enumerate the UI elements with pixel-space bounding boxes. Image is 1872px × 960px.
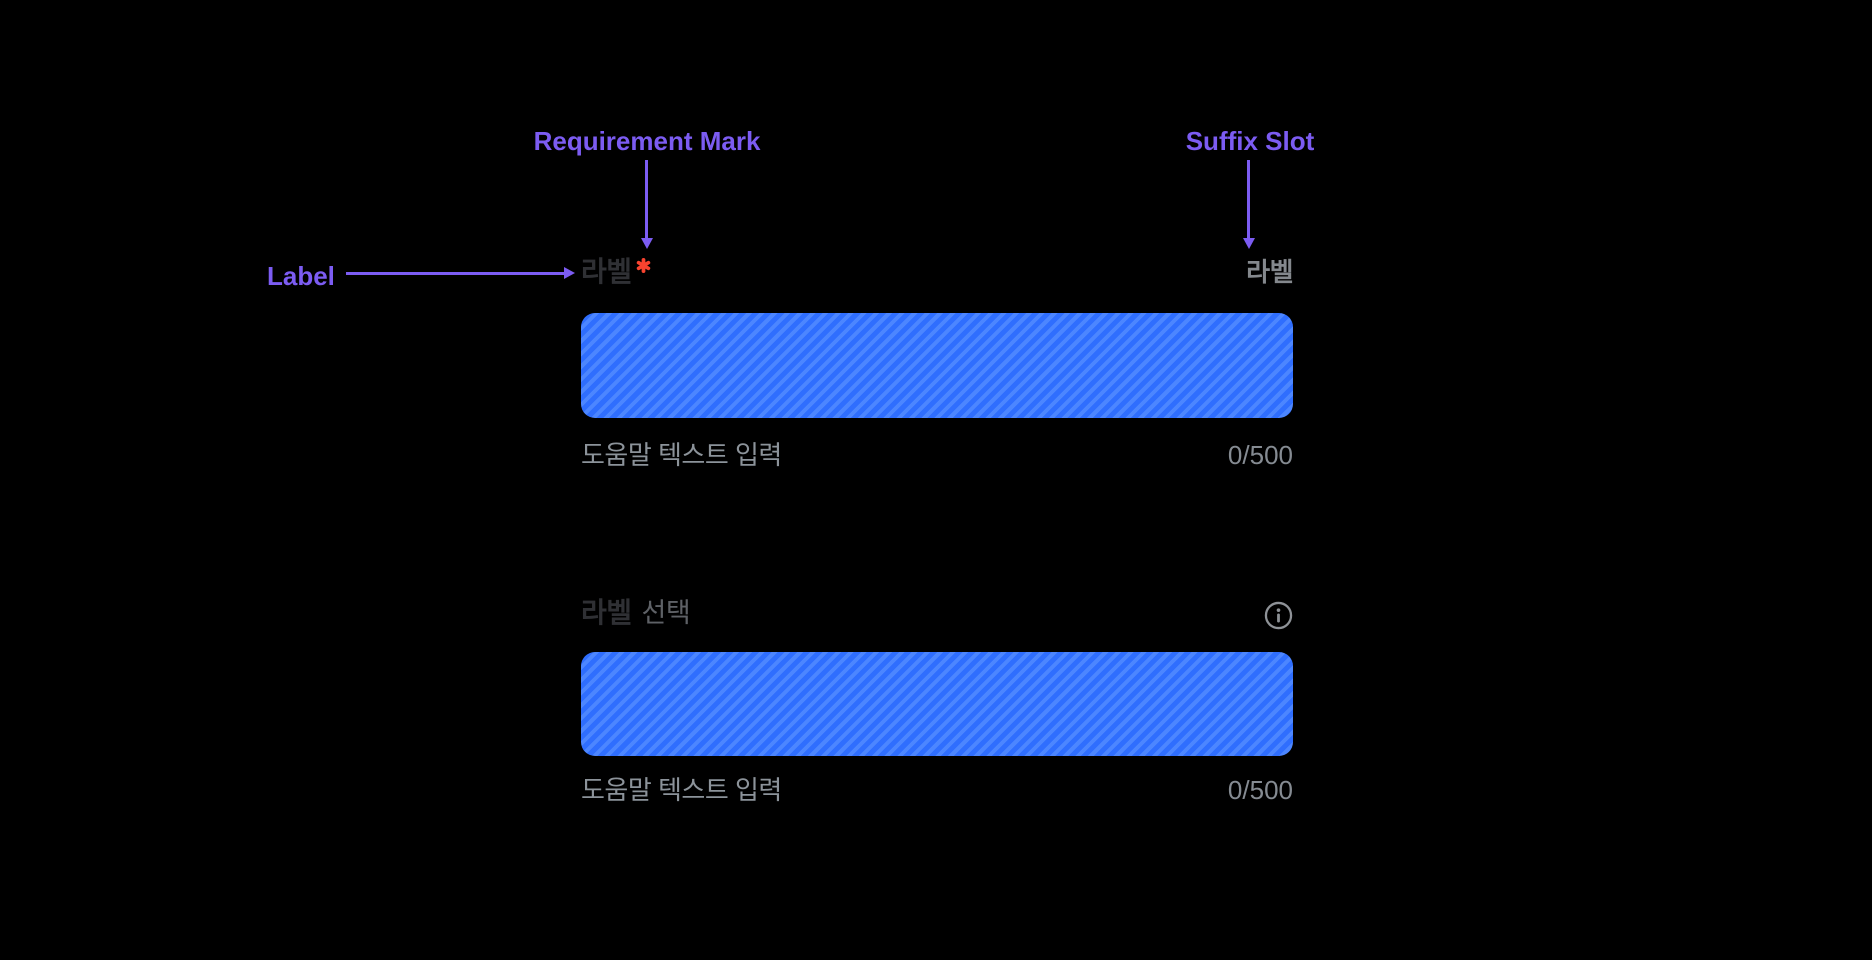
field2-char-counter: 0/500 [1227,775,1293,805]
field1-helper-row: 도움말 텍스트 입력 0/500 [581,438,1293,472]
label-arrow [346,272,564,275]
field2-label-secondary: 선택 [641,598,691,628]
suffix-slot-arrow [1247,160,1250,239]
info-icon[interactable] [1264,601,1293,630]
field1-label-group: 라벨 [581,255,651,289]
field2-label-group: 라벨 선택 [581,596,691,630]
requirement-mark-arrowhead-icon [641,238,653,249]
field2-input-slot[interactable] [581,652,1293,756]
field1-input-slot[interactable] [581,313,1293,418]
field1-label: 라벨 [581,256,632,287]
label-arrowhead-icon [564,267,575,279]
required-asterisk-icon [636,258,650,273]
field2-suffix-slot [1264,596,1293,634]
requirement-mark-arrow [645,160,648,239]
field2-label: 라벨 [581,597,632,628]
field1-helper-text: 도움말 텍스트 입력 [581,440,782,470]
suffix-slot-arrowhead-icon [1243,238,1255,249]
annotation-suffix-slot: Suffix Slot [1185,126,1315,156]
field1-label-row: 라벨 라벨 [581,255,1293,293]
field2-label-row: 라벨 선택 [581,596,1293,634]
field2-helper-text: 도움말 텍스트 입력 [581,775,782,805]
field1-suffix-label: 라벨 [1246,257,1293,287]
field1-char-counter: 0/500 [1227,440,1293,470]
field2-helper-row: 도움말 텍스트 입력 0/500 [581,773,1293,807]
annotation-label: Label [267,261,335,291]
annotation-requirement-mark: Requirement Mark [533,126,761,156]
